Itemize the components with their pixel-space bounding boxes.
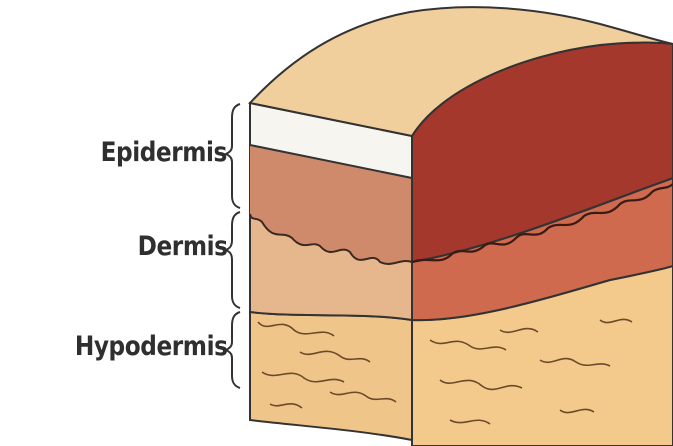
epidermis-bracket <box>226 104 240 208</box>
hypodermis-label: Hypodermis <box>74 331 227 362</box>
epidermis-label: Epidermis <box>101 137 227 168</box>
hypodermis-bracket <box>226 312 240 388</box>
dermis-label: Dermis <box>137 231 227 262</box>
dermis-bracket <box>226 212 240 308</box>
hypodermis-front <box>250 312 412 440</box>
